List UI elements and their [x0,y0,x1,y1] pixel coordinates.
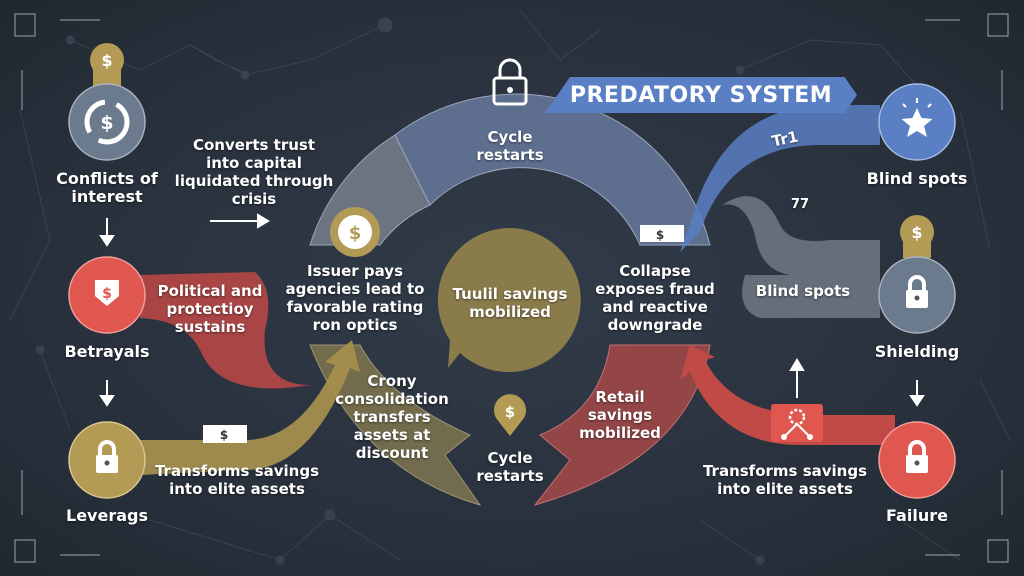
coin-icon-center-left: $ [330,207,380,257]
bill-left [203,425,247,443]
cycle-ring-upper-blue [394,93,711,246]
svg-text:$: $ [102,286,112,302]
connector-arrows [99,213,925,407]
node-label-conflicts: Conflicts of interest [56,169,158,206]
bill-right [640,225,684,242]
node-label-shielding: Shielding [874,342,960,361]
gray-flow-wave [722,196,880,318]
bill-symbol-left: $ [219,428,229,442]
label-issuer-pays: Issuer pays agencies lead to favorable r… [285,262,425,334]
blue-flow-arc [680,105,880,252]
cycle-ring-lower-right [533,344,711,506]
label-collapse: Collapse exposes fraud and reactive down… [595,262,715,334]
node-conflicts-circle [68,83,146,161]
star-icon [901,98,933,137]
svg-text:$: $ [101,51,112,70]
caption-transforms-left: Transforms savings into elite assets [154,462,320,498]
core-circle [437,227,581,372]
node-label-failure: Failure [886,506,948,525]
svg-text:$: $ [100,112,113,134]
caption-transforms-right: Transforms savings into elite assets [702,462,868,498]
bill-symbol-right: $ [655,228,665,242]
caption-77: 77 [790,197,810,212]
dollar-tag-icon: $ [95,280,119,306]
gear-network-icon [771,404,823,442]
lock-outline-icon [492,58,528,106]
node-label-leverags: Leverags [66,506,148,525]
caption-blind-spots-wave: Blind spots [755,282,851,300]
dollar-cycle-icon: $ [84,99,130,145]
label-core: Tuulil savings mobilized [452,285,568,321]
coin-icon-right: $ [900,215,934,258]
gold-flow-arrow-left [140,340,360,475]
network-background [9,9,1011,565]
coin-pin-icon: $ [494,394,526,436]
title-banner: PREDATORY SYSTEM [545,77,857,113]
page-title: PREDATORY SYSTEM [569,82,833,108]
red-flow-arrow-right [680,345,895,445]
svg-text:$: $ [911,223,922,242]
node-label-betrayals: Betrayals [64,342,150,361]
corner-marks [14,13,1009,563]
label-crony: Crony consolidation transfers assets at … [335,372,449,462]
cycle-ring-lower-left [309,344,482,506]
node-label-blind-spots: Blind spots [866,169,968,188]
label-cycle-restarts-bottom: Cycle restarts [476,449,544,485]
label-cycle-restarts-top: Cycle restarts [476,128,544,164]
svg-text:$: $ [505,403,515,421]
label-retail-savings: Retail savings mobilized [579,388,661,442]
coin-icon: $ [90,43,124,86]
caption-converts-trust: Converts trust into capital liquidated t… [174,136,334,208]
svg-text:$: $ [349,223,362,244]
red-flow-left [140,272,310,389]
caption-political: Political and protectioy sustains [157,282,263,336]
